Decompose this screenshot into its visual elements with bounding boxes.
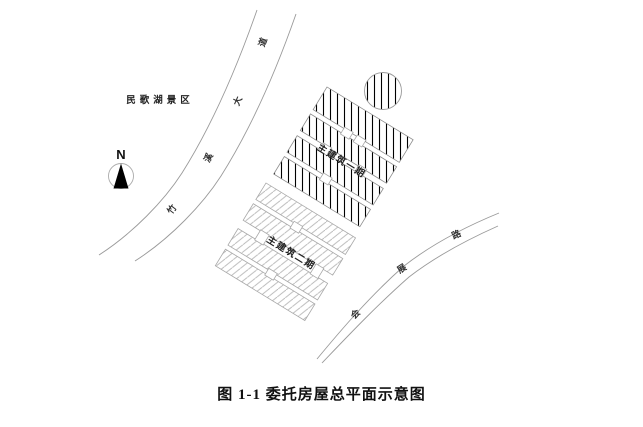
- building-connector: [264, 267, 278, 281]
- building-connector: [339, 126, 354, 140]
- road-edge-line: [316, 212, 500, 360]
- building-connector: [318, 172, 333, 186]
- north-label: N: [116, 147, 125, 162]
- road-huizhan: 会展路: [316, 204, 512, 364]
- building-band: [312, 86, 414, 163]
- building-band: [299, 113, 398, 184]
- road-edge-line: [98, 9, 258, 256]
- road-edge-line: [134, 13, 297, 262]
- building-connector: [318, 142, 333, 157]
- road-edge-line: [321, 225, 499, 364]
- road-name-huizhan: 会展路: [348, 204, 512, 320]
- road-name-huizhan-text: 会展路: [348, 204, 457, 320]
- road-name-zhuxi: 竹溪大道: [164, 0, 288, 217]
- building-connector: [353, 164, 368, 178]
- building-connector: [289, 220, 304, 234]
- building-connector: [352, 134, 367, 148]
- building-connector: [309, 263, 325, 280]
- building-connector: [254, 229, 270, 246]
- figure-caption: 图 1-1 委托房屋总平面示意图: [217, 387, 426, 403]
- circular-structure: [364, 72, 402, 110]
- road-name-zhuxi-text: 竹溪大道: [164, 0, 233, 217]
- scenic-area-label: 民歌湖景区: [126, 94, 194, 106]
- north-compass: N: [108, 147, 134, 189]
- building-phase1-group: 主建筑一期: [273, 86, 414, 228]
- north-arrow-icon: [113, 163, 129, 189]
- building-phase2-group: 主建筑二期: [214, 182, 357, 322]
